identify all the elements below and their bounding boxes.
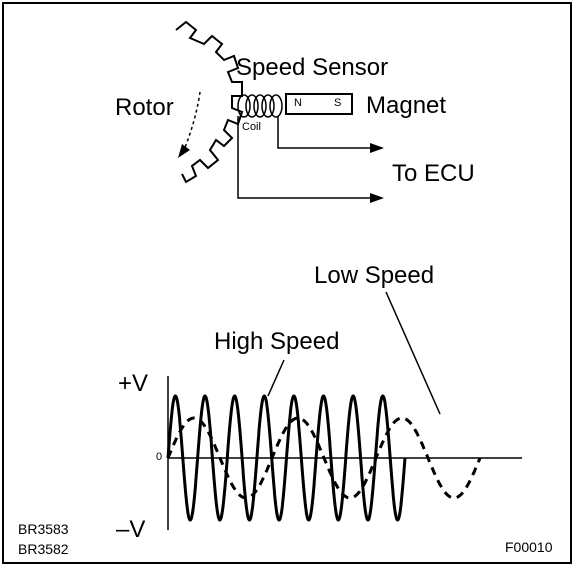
low-speed-leader [385,291,441,415]
ecu-arrow-top [370,143,384,153]
magnet-n-pole: N [294,97,302,109]
reference-code-2: BR3582 [18,541,69,557]
zero-label: 0 [156,451,163,463]
ecu-arrow-bottom [370,193,384,203]
coil-label: Coil [242,121,261,133]
magnet-s-pole: S [334,97,342,109]
magnet-label: Magnet [366,92,447,119]
speed-sensor-label: Speed Sensor [236,54,389,81]
high-speed-waveform [166,394,407,522]
plus-v-label: +V [118,370,149,397]
rotor-label: Rotor [115,94,174,121]
minus-v-label: –V [116,516,146,543]
to-ecu-label: To ECU [392,160,475,187]
magnet-body [285,93,353,115]
figure-id: F00010 [505,539,553,555]
high-speed-leader [267,359,285,397]
reference-code-1: BR3583 [18,521,69,537]
low-speed-waveform [166,416,482,500]
rotation-arrowhead [178,144,190,158]
rotation-arrow [183,91,201,151]
diagram-frame [2,2,572,564]
high-speed-label: High Speed [214,328,340,355]
low-speed-label: Low Speed [314,262,435,289]
rotor-gear [175,20,244,184]
ecu-wires [237,116,372,199]
coil-winding [237,94,283,118]
